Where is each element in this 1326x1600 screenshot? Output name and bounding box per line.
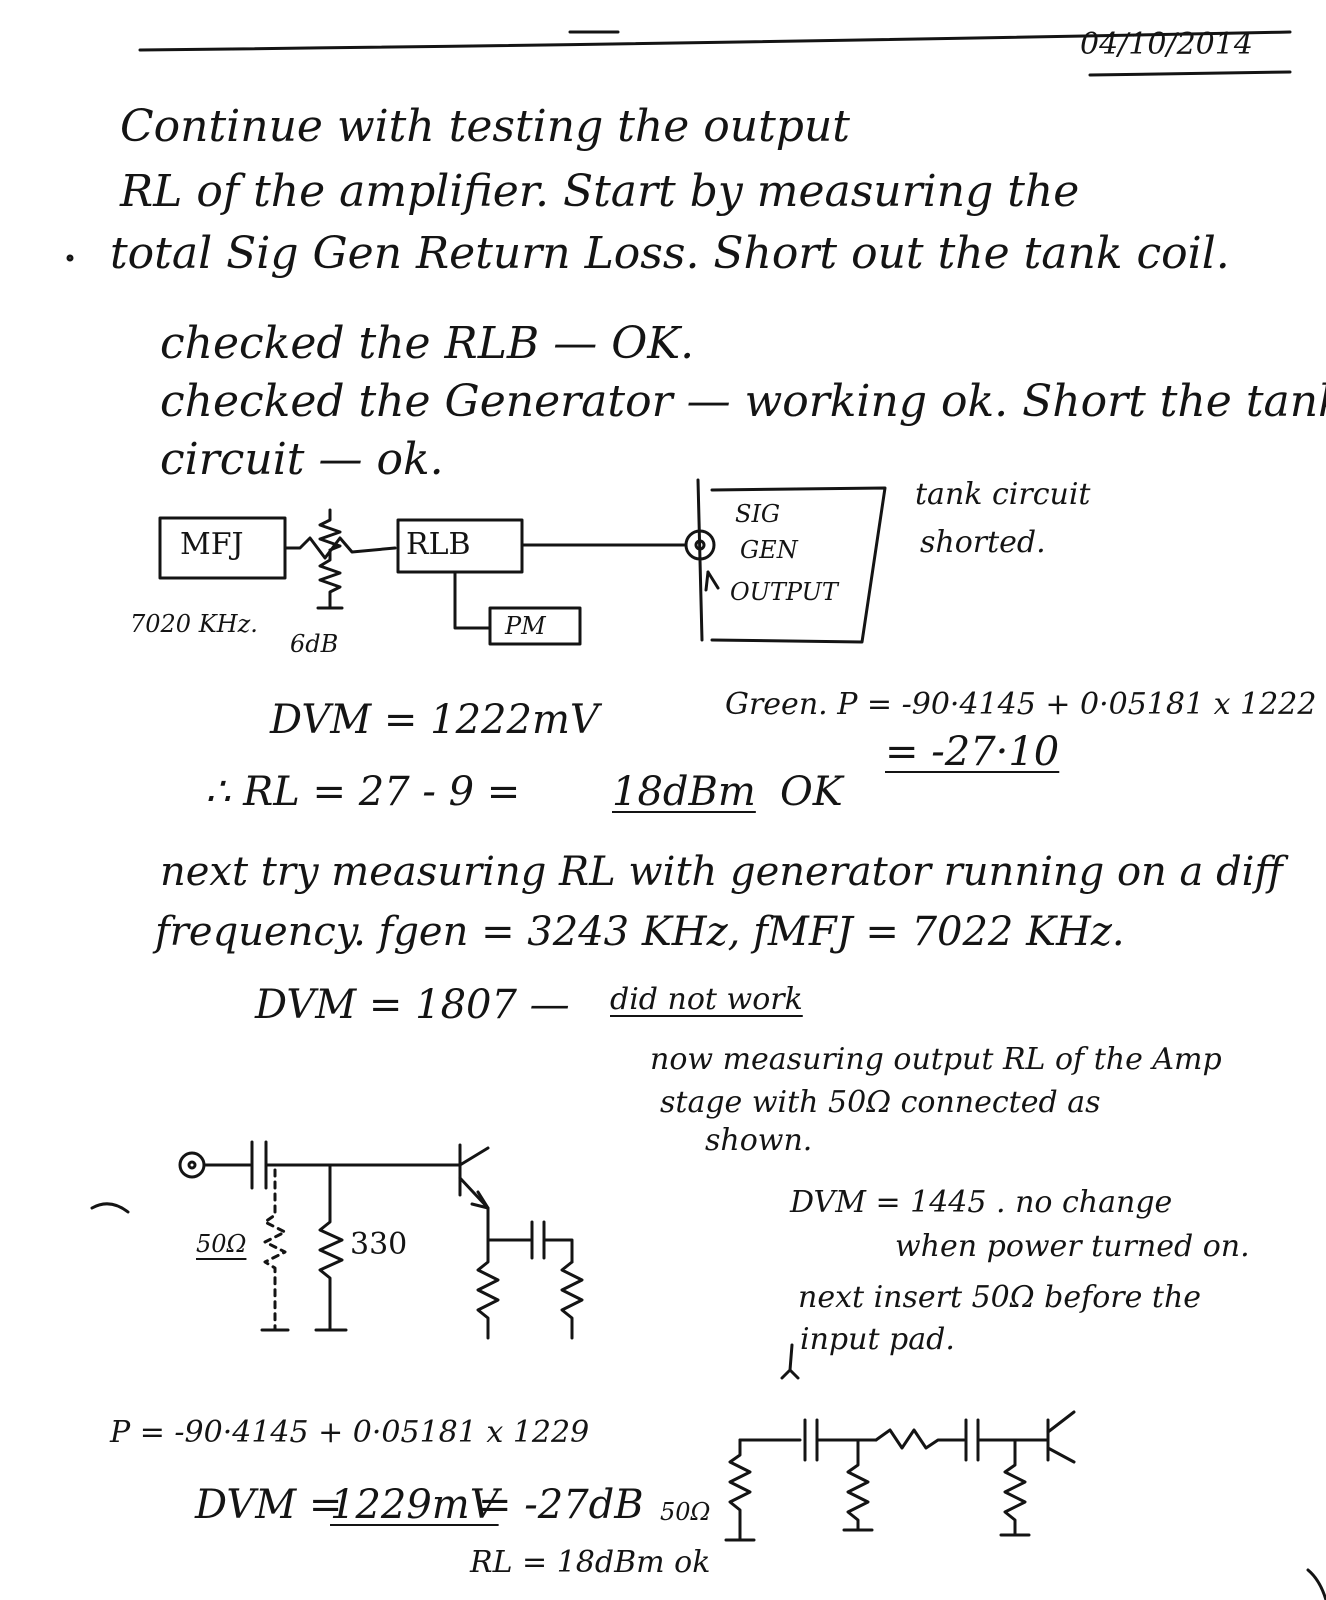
r50-label: 50Ω xyxy=(196,1230,247,1258)
insert-arrow xyxy=(780,1343,800,1380)
rlb-label: RLB xyxy=(406,527,471,562)
dashed-50-ohm-resistor xyxy=(263,1168,287,1332)
note-line-2: RL of the amplifier. Start by measuring … xyxy=(120,166,1080,217)
date-underline xyxy=(1088,70,1292,77)
dvm-note-3: when power turned on. xyxy=(895,1229,1250,1264)
pm-box xyxy=(488,606,582,646)
amp-note-2: stage with 50Ω connected as xyxy=(660,1085,1101,1120)
amp-note-3: shown. xyxy=(705,1123,813,1158)
note-line-1: Continue with testing the output xyxy=(120,101,850,152)
bottom-dvm-prefix: DVM = xyxy=(195,1482,343,1528)
siggen-box xyxy=(710,486,887,644)
attenuator-top-resistor xyxy=(318,508,342,552)
bottom-rl: RL = 18dBm ok xyxy=(470,1545,711,1580)
top-rule xyxy=(138,30,1292,52)
siggen-arrow xyxy=(704,570,720,592)
amp-note-1: now measuring output RL of the Amp xyxy=(650,1042,1222,1077)
note-line-3: total Sig Gen Return Loss. Short out the… xyxy=(110,228,1230,279)
note-line-6: circuit — ok. xyxy=(160,434,444,485)
siggen-label-1: SIG xyxy=(735,500,781,528)
stray-mark-2 xyxy=(1306,1568,1326,1600)
bottom-50-ohm-resistor xyxy=(728,1438,752,1542)
rl-calc-suffix: OK xyxy=(780,769,843,815)
transistor-collector xyxy=(458,1146,490,1167)
pad-series-resistor xyxy=(874,1428,966,1450)
mfj-label: MFJ xyxy=(180,527,244,562)
did-not-work: did not work xyxy=(610,982,803,1017)
next-try-line-2: frequency. fgen = 3243 KHz, fMFJ = 7022 … xyxy=(155,909,1125,955)
bottom-dvm-suffix: = -27dB xyxy=(478,1482,644,1528)
formula-result: = -27·10 xyxy=(885,729,1060,775)
dvm-reading-3: DVM = 1445 . no change xyxy=(790,1185,1173,1220)
pad-transistor-leads xyxy=(1046,1410,1076,1464)
note-line-5: checked the Generator — working ok. Shor… xyxy=(160,376,1326,427)
bottom-dvm-value: 1229mV xyxy=(330,1482,499,1528)
siggen-label-2: GEN xyxy=(740,536,798,564)
tank-note-1: tank circuit xyxy=(915,477,1091,512)
dvm-reading-1: DVM = 1222mV xyxy=(270,697,599,743)
transistor-emitter-arrow xyxy=(470,1190,490,1210)
cap-to-load xyxy=(542,1238,574,1264)
attenuator-shunt-resistor xyxy=(318,550,342,610)
resistor-330 xyxy=(318,1163,344,1332)
pm-lead xyxy=(453,570,492,630)
next-try-line-1: next try measuring RL with generator run… xyxy=(160,849,1283,895)
dvm-reading-2: DVM = 1807 — xyxy=(255,982,570,1028)
pad-shunt-resistor-1 xyxy=(846,1438,870,1532)
siggen-label-3: OUTPUT xyxy=(730,578,838,606)
bottom-formula: P = -90·4145 + 0·05181 x 1229 xyxy=(110,1415,590,1450)
tank-note-2: shorted. xyxy=(920,525,1046,560)
attenuator-series-resistor xyxy=(283,536,397,560)
note-line-4: checked the RLB — OK. xyxy=(160,318,695,369)
input-connector-pin xyxy=(187,1160,197,1170)
green-formula: Green. P = -90·4145 + 0·05181 x 1222 xyxy=(725,687,1317,722)
pad-label: 6dB xyxy=(290,630,339,658)
stray-mark-1 xyxy=(90,1202,130,1214)
load-resistor xyxy=(560,1260,584,1340)
frequency-label: 7020 KHz. xyxy=(130,610,258,638)
siggen-panel-line xyxy=(696,478,704,642)
pad-shunt-resistor-2 xyxy=(1003,1438,1027,1537)
rl-calc-value: 18dBm xyxy=(612,769,756,815)
next-insert-2: input pad. xyxy=(800,1322,955,1357)
stray-dot-1 xyxy=(66,254,74,262)
next-insert-1: next insert 50Ω before the xyxy=(798,1280,1202,1315)
pm-label: PM xyxy=(505,612,546,640)
bottom-r50-label: 50Ω xyxy=(660,1498,711,1526)
date: 04/10/2014 xyxy=(1080,27,1253,62)
r330-label: 330 xyxy=(350,1227,408,1262)
emitter-resistor xyxy=(476,1238,500,1340)
rl-calc-prefix: ∴ RL = 27 - 9 = xyxy=(205,769,521,815)
